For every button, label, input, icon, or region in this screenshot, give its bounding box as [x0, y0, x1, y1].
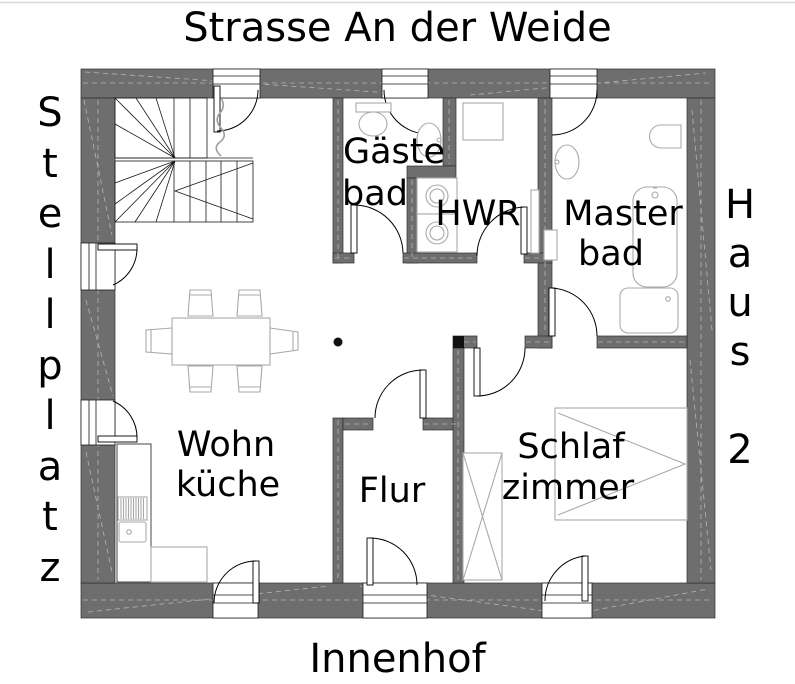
wall-flur-bedroom [452, 347, 465, 584]
stellplatz-door-lower [80, 399, 138, 446]
chair [145, 327, 173, 355]
stellplatz-door-upper [80, 242, 138, 291]
cabinet-hwr [462, 102, 504, 141]
column-round [333, 337, 343, 347]
wall-bedroom-north-c [596, 335, 688, 349]
room-label-gaestebad-1: Gäste [343, 132, 445, 172]
entrance-door [212, 68, 261, 133]
duct-masterbad [543, 229, 558, 261]
door-hwr [476, 206, 528, 257]
bathtub [632, 186, 678, 288]
wall-gaestebad-hwr-lower [406, 177, 419, 264]
chair [236, 289, 263, 317]
wall-east [686, 97, 716, 584]
duct-hwr [530, 189, 540, 254]
shower [619, 287, 679, 334]
window-gaestebad [381, 68, 429, 135]
wall-west [80, 97, 116, 584]
room-label-schlafzimmer-2: zimmer [502, 468, 635, 508]
stair-break-line [215, 97, 226, 157]
bed [554, 407, 688, 521]
door-masterbad [548, 287, 598, 337]
room-label-hwr: HWR [435, 194, 520, 234]
washbasin-gaestebad [416, 122, 442, 158]
toilet-masterbad [649, 124, 682, 149]
haus2-label: H a u s 2 [724, 182, 756, 473]
innenhof-label: Innenhof [309, 636, 486, 682]
chair [269, 327, 299, 355]
terrace-door-wohnkueche [212, 560, 260, 619]
room-label-gaestebad-2: bad [342, 174, 408, 214]
chair [187, 289, 214, 317]
kitchen-stove [117, 496, 148, 521]
chair [187, 365, 214, 393]
room-label-masterbad-1: Master [563, 194, 683, 234]
staircase [114, 97, 254, 223]
door-schlafzimmer [473, 347, 526, 397]
dining-set [145, 289, 299, 393]
door-gaestebad [350, 204, 404, 254]
wall-flur-west [332, 417, 344, 584]
window-masterbad [549, 68, 598, 136]
washing-machine [416, 213, 458, 253]
construction-dash-lines [83, 71, 713, 614]
room-label-flur: Flur [359, 471, 426, 511]
wall-bath-south-a [332, 252, 355, 264]
room-label-masterbad-2: bad [578, 234, 644, 274]
room-label-wohnkueche-1: Wohn [177, 425, 275, 465]
stellplatz-label: S t e l l p l a t z [37, 90, 63, 591]
terrace-door-schlafzimmer [541, 555, 593, 619]
terrace-door-flur [362, 537, 428, 619]
kitchen-sink [118, 521, 147, 543]
door-flur [374, 369, 427, 419]
toilet-gaestebad [355, 102, 392, 137]
dining-table [171, 317, 271, 366]
chair [236, 365, 263, 393]
column-square [453, 336, 464, 348]
wardrobe [462, 452, 503, 581]
room-label-wohnkueche-2: küche [176, 465, 280, 505]
washbasin-masterbad [554, 144, 580, 180]
kitchen-counter [116, 443, 208, 583]
washing-machine [416, 177, 458, 215]
street-label: Strasse An der Weide [183, 5, 612, 51]
room-label-schlafzimmer-1: Schlaf [517, 427, 625, 467]
